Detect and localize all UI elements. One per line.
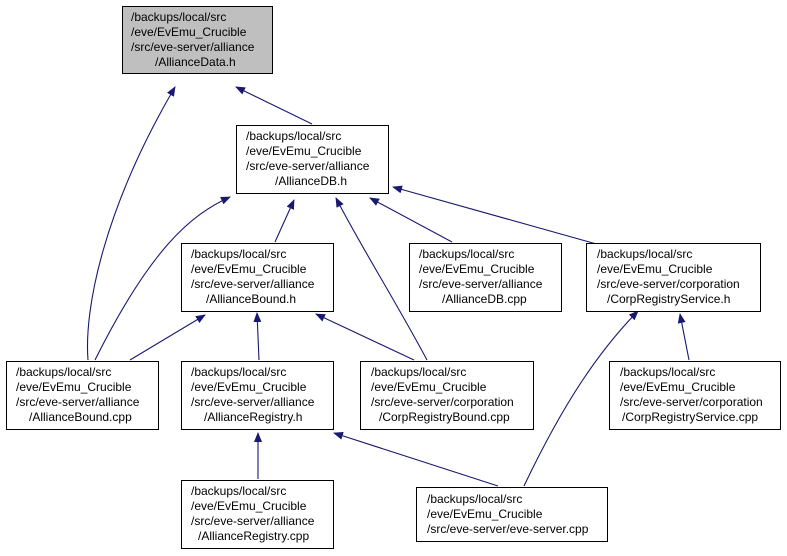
node-line: /backups/local/src (620, 365, 716, 379)
node-line: /AllianceBound.cpp (29, 410, 132, 424)
node-line: /backups/local/src (191, 247, 287, 261)
edge-alliance-db-h-to-alliance-data-h (235, 86, 313, 125)
node-alliance-bound-h[interactable]: /backups/local/src /eve/EvEmu_Crucible /… (181, 243, 334, 312)
edge-alliance-registry-h-to-alliance-bound-h (253, 312, 262, 361)
node-line: /backups/local/src (131, 10, 227, 24)
node-line: /eve/EvEmu_Crucible (246, 144, 362, 158)
edge-corp-registry-bound-cpp-to-alliance-bound-h (315, 313, 415, 361)
node-line: /eve/EvEmu_Crucible (191, 380, 307, 394)
node-line: /src/eve-server/corporation (371, 395, 514, 409)
node-line: /AllianceDB.h (275, 174, 348, 188)
node-line: /CorpRegistryBound.cpp (379, 410, 510, 424)
node-line: /src/eve-server/corporation (620, 395, 763, 409)
node-line: /src/eve-server/alliance (16, 395, 140, 409)
node-line: /AllianceDB.cpp (442, 292, 527, 306)
edge-eve-server-cpp-to-corp-registry-service-h (523, 310, 639, 487)
node-line: /AllianceBound.h (206, 292, 297, 306)
node-line: /src/eve-server/alliance (419, 277, 543, 291)
node-corp-registry-service-cpp[interactable]: /backups/local/src /eve/EvEmu_Crucible /… (609, 361, 781, 430)
node-line: /backups/local/src (371, 365, 467, 379)
node-alliance-data-h: /backups/local/src /eve/EvEmu_Crucible /… (122, 6, 273, 74)
node-line: /backups/local/src (597, 247, 693, 261)
node-line: /AllianceRegistry.h (204, 410, 303, 424)
node-corp-registry-bound-cpp[interactable]: /backups/local/src /eve/EvEmu_Crucible /… (360, 361, 534, 430)
node-line: /src/eve-server/eve-server.cpp (427, 522, 589, 536)
node-line: /AllianceRegistry.cpp (198, 529, 310, 543)
node-line: /AllianceData.h (155, 55, 236, 69)
node-line: /eve/EvEmu_Crucible (427, 507, 543, 521)
edge-eve-server-cpp-to-alliance-registry-h (333, 431, 499, 487)
node-line: /src/eve-server/corporation (597, 277, 740, 291)
node-line: /src/eve-server/alliance (131, 40, 255, 54)
node-line: /eve/EvEmu_Crucible (620, 380, 736, 394)
node-alliance-db-cpp[interactable]: /backups/local/src /eve/EvEmu_Crucible /… (409, 243, 562, 312)
node-line: /eve/EvEmu_Crucible (131, 25, 247, 39)
edge-corp-registry-service-cpp-to-corp-registry-service-h (677, 313, 690, 361)
node-line: /eve/EvEmu_Crucible (597, 262, 713, 276)
node-eve-server-cpp[interactable]: /backups/local/src /eve/EvEmu_Crucible /… (416, 487, 608, 542)
node-alliance-bound-cpp[interactable]: /backups/local/src /eve/EvEmu_Crucible /… (6, 361, 159, 430)
node-line: /src/eve-server/alliance (246, 159, 370, 173)
node-alliance-registry-h[interactable]: /backups/local/src /eve/EvEmu_Crucible /… (181, 361, 334, 430)
edge-alliance-db-cpp-to-alliance-db-h (369, 197, 453, 243)
edge-alliance-bound-cpp-to-alliance-data-h (87, 86, 176, 361)
edge-alliance-bound-cpp-to-alliance-bound-h (129, 314, 206, 361)
node-line: /eve/EvEmu_Crucible (191, 499, 307, 513)
edge-corp-registry-service-h-to-alliance-db-h (392, 185, 601, 246)
node-line: /backups/local/src (419, 247, 515, 261)
node-line: /backups/local/src (191, 484, 287, 498)
node-line: /src/eve-server/alliance (191, 277, 315, 291)
edge-alliance-bound-h-to-alliance-db-h (274, 199, 295, 243)
node-line: /eve/EvEmu_Crucible (419, 262, 535, 276)
node-line: /eve/EvEmu_Crucible (191, 262, 307, 276)
node-line: /eve/EvEmu_Crucible (371, 380, 487, 394)
node-line: /src/eve-server/alliance (191, 395, 315, 409)
node-line: /CorpRegistryService.h (607, 292, 731, 306)
node-line: /backups/local/src (16, 365, 112, 379)
node-line: /eve/EvEmu_Crucible (16, 380, 132, 394)
edge-alliance-bound-cpp-to-alliance-db-h (94, 196, 231, 361)
node-line: /backups/local/src (427, 492, 523, 506)
node-line: /src/eve-server/alliance (191, 514, 315, 528)
node-line: /CorpRegistryService.cpp (622, 410, 759, 424)
node-alliance-registry-cpp[interactable]: /backups/local/src /eve/EvEmu_Crucible /… (181, 480, 334, 549)
node-line: /backups/local/src (246, 129, 342, 143)
edge-corp-registry-bound-cpp-to-alliance-db-h (335, 197, 428, 361)
node-alliance-db-h[interactable]: /backups/local/src /eve/EvEmu_Crucible /… (236, 125, 389, 194)
node-line: /backups/local/src (191, 365, 287, 379)
node-corp-registry-service-h[interactable]: /backups/local/src /eve/EvEmu_Crucible /… (586, 243, 761, 312)
